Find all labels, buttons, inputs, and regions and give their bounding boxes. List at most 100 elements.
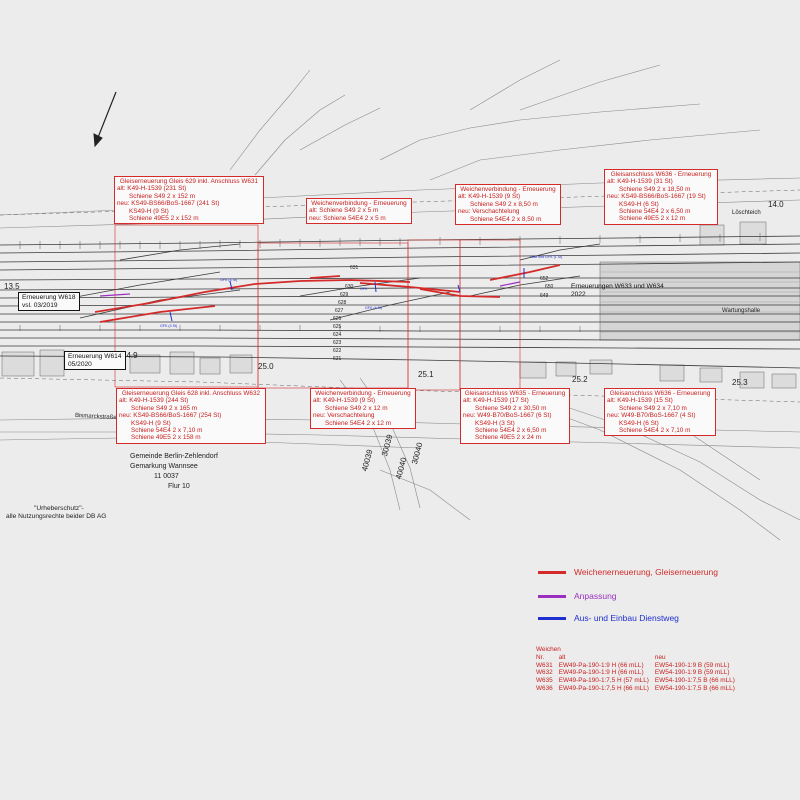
annotation-line: Schiene S49 2 x 152 m [129,192,196,200]
annotation-line: alt: Schiene S49 2 x 5 m [309,207,379,215]
annotation-box-gleis-628: Gleiserneuerung Gleis 628 inkl. Anschlus… [116,388,266,444]
annotation-line: KS49-H (6 St) [619,419,659,427]
label-erneuerung-w618: Erneuerung W618 vsl. 03/2019 [18,292,80,312]
table-header: neu [654,653,666,661]
legend-swatch [538,594,566,598]
annotation-line: KS49-H (9 St) [129,207,169,215]
annotation-line: Schiene 49E5 2 x 12 m [619,215,686,223]
annotation-line: Schiene 49E5 2 x 152 m [129,215,199,223]
track-number: 622 [333,348,342,354]
place-label: Löschteich [732,210,761,216]
track-number: 652 [540,276,549,282]
table-cell: EW54-190-1:7,5 B (66 mLL) [654,677,735,685]
annotation-line: Schiene 49E5 2 x 158 m [131,434,201,442]
track-number: 624 [333,332,342,338]
annotation-box-weichenverbindung-2: Weichenverbindung - Erneuerung alt: K49-… [455,184,561,226]
wartungshalle-hatch [599,261,800,341]
table-row: W632 EW49-Pa-190-1:9 H (66 mLL) EW54-190… [536,669,741,677]
annotation-title: Weichenverbindung - Erneuerung [311,200,407,207]
annotation-box-gleisanschluss-w636-top: Gleisanschluss W636 - Erneuerung alt: K4… [604,169,718,225]
track-number: 623 [333,340,342,346]
table-cell: EW49-Pa-190-1:9 H (66 mLL) [558,669,644,677]
label-erneuerungen-w633-w634: Erneuerungen W633 und W634 2022 [568,282,667,299]
table-cell: W632 [536,669,553,677]
annotation-title: Gleisanschluss W635 - Erneuerung [464,390,566,397]
svg-text:GFK: GFK [360,287,368,291]
annotation-line: neu: KS49-BS66/BoS-1667 (19 St) [607,193,706,201]
table-header: Nr. [536,653,545,661]
legend-item-service-path: Aus- und Einbau Dienstweg [538,613,679,623]
label-erneuerung-w614: Erneuerung W614 05/2020 [64,351,126,371]
north-arrow-icon [93,91,117,148]
annotation-line: Schiene 54E4 2 x 12 m [325,419,392,427]
label-line: Erneuerung W614 [68,353,122,360]
gemeinde-line: Gemarkung Wannsee [130,463,198,470]
weichen-table: Weichen Nr. alt neu W631 EW49-Pa-190-1:9… [536,646,741,693]
annotation-line: alt: K49-H-1539 (9 St) [313,397,376,405]
table-header-row: Nr. alt neu [536,654,741,662]
legend-label: Weichenerneuerung, Gleiserneuerung [574,567,718,577]
annotation-line: Schiene S49 2 x 7,10 m [619,404,687,412]
track-number: 629 [340,292,349,298]
annotation-line: Schiene 54E4 2 x 7,10 m [131,427,203,435]
annotation-line: KS49-H (3 St) [475,419,515,427]
annotation-line: Schiene 54E4 2 x 7,10 m [619,427,691,435]
legend-item-renewal: Weichenerneuerung, Gleiserneuerung [538,567,718,577]
building-shapes [1,221,797,389]
annotation-line: Schiene 54E4 2 x 8,50 m [470,215,542,223]
gemeinde-info: Gemeinde Berlin-Zehlendorf Gemarkung Wan… [130,452,218,492]
adjustment-lines [99,281,521,297]
table-cell: EW54-190-1:9 B (59 mLL) [654,661,730,669]
annotation-line: Schiene S49 2 x 165 m [131,404,198,412]
table-header: alt [558,653,566,661]
annotation-line: Schiene S49 2 x 30,50 m [475,404,547,412]
track-number: 621 [333,356,342,362]
track-number: 627 [335,308,344,314]
annotation-line: neu: KS49-BS66/BoS-1667 (254 St) [119,412,222,420]
copyright-line: alle Nutzungsrechte beider DB AG [6,513,107,520]
legend-label: Anpassung [574,591,617,601]
km-marker: 25.2 [572,375,588,384]
gemeinde-line: Flur 10 [168,483,190,490]
label-line: Erneuerungen W633 und W634 [571,283,664,290]
label-line: 2022 [571,290,586,298]
annotation-line: KS49-H (6 St) [619,200,659,208]
table-row: W631 EW49-Pa-190-1:9 H (66 mLL) EW54-190… [536,662,741,670]
annotation-line: alt: K49-H-1539 (15 St) [607,397,673,405]
annotation-box-weichenverbindung-1: Weichenverbindung - Erneuerung alt: Schi… [306,198,412,225]
svg-text:GFK (4 St): GFK (4 St) [220,278,237,282]
annotation-line: neu: Verschachtelung [458,208,520,216]
table-cell: EW49-Pa-190-1:7,5 H (66 mLL) [558,684,649,692]
annotation-line: Schiene S49 2 x 12 m [325,404,388,412]
label-line: vsl. 03/2019 [22,301,58,309]
annotation-line: alt: K49-H-1539 (31 St) [607,178,673,186]
km-marker: 25.3 [732,378,748,387]
annotation-title: Gleiserneuerung Gleis 629 inkl. Anschlus… [119,178,259,185]
annotation-line: neu: W49-B70/BoS-1667 (6 St) [463,412,552,420]
annotation-title: Gleisanschluss W636 - Erneuerung [610,171,712,178]
track-number: 630 [345,284,354,290]
legend-swatch [538,570,566,574]
renewal-tracks [94,264,561,323]
annotation-line: alt: K49-H-1539 (9 St) [458,193,521,201]
legend-swatch [538,616,566,620]
table-row: W636 EW49-Pa-190-1:7,5 H (66 mLL) EW54-1… [536,685,741,693]
annotation-title: Weichenverbindung - Erneuerung [315,390,411,397]
annotation-line: Schiene 54E4 2 x 6,50 m [475,427,547,435]
annotation-title: Gleiserneuerung Gleis 628 inkl. Anschlus… [121,390,261,397]
annotation-line: neu: W49-B70/BoS-1667 (4 St) [607,412,696,420]
annotation-line: alt: K49-H-1539 (244 St) [119,397,189,405]
gemeinde-line: 11 0037 [154,473,179,480]
table-title: Weichen [536,646,561,653]
table-cell: EW49-Pa-190-1:9 H (66 mLL) [558,661,644,669]
table-cell: EW54-190-1:9 B (59 mLL) [654,669,730,677]
annotation-box-gleisanschluss-w636-bottom: Gleisanschluss W636 - Erneuerung alt: K4… [604,388,716,437]
km-marker: 13.5 [4,282,20,291]
annotation-line: alt: K49-H-1539 (231 St) [117,185,187,193]
km-marker: 25.1 [418,370,434,379]
label-line: 05/2020 [68,360,92,368]
service-path [169,268,525,322]
label-line: Erneuerung W618 [22,294,76,301]
table-title-row: Weichen [536,646,741,654]
annotation-line: Schiene 54E4 2 x 6,50 m [619,208,691,216]
